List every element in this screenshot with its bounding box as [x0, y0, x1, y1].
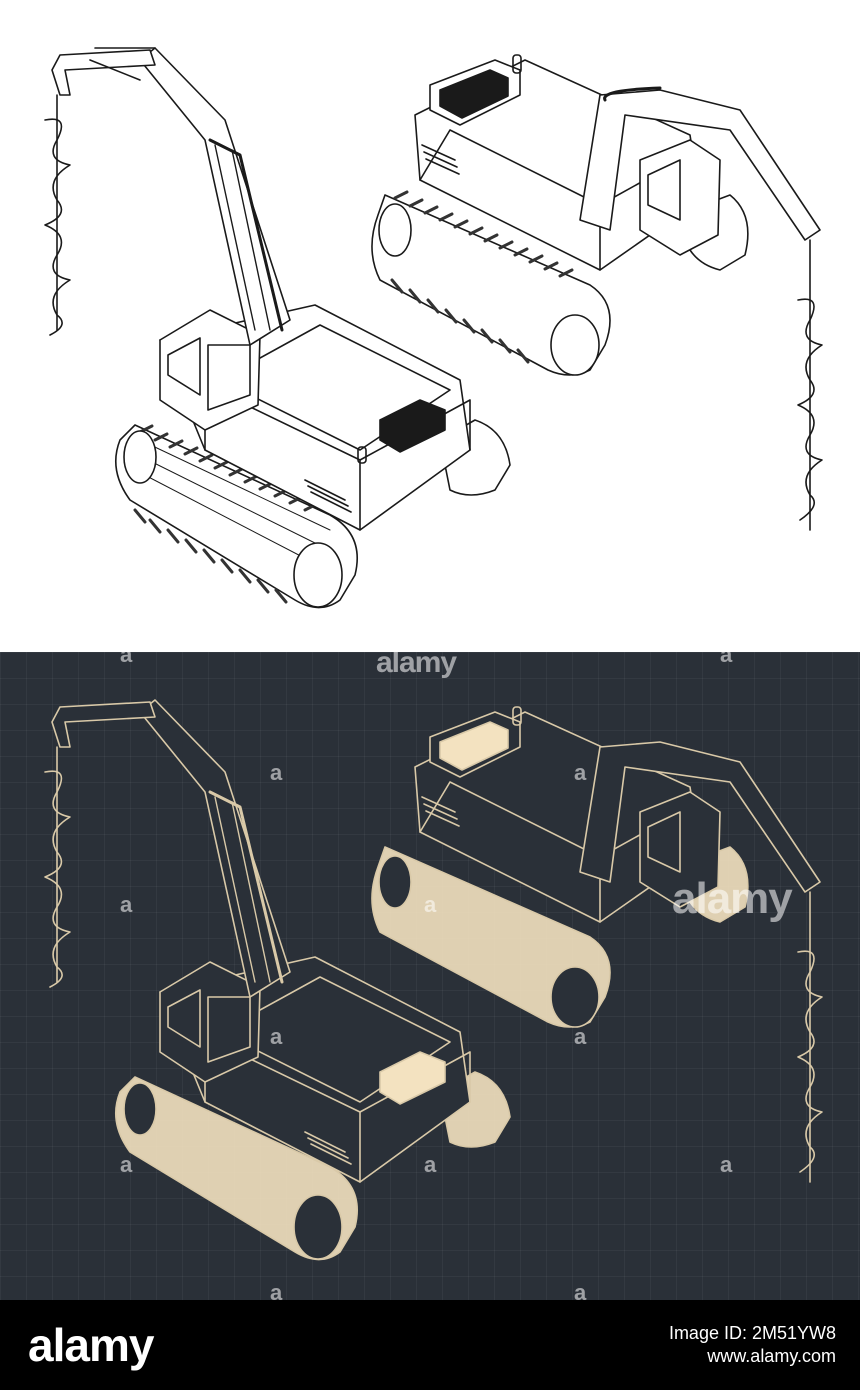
watermark-glyph: a: [424, 892, 437, 917]
excavator-a: [44, 47, 511, 609]
watermark-glyph: a: [120, 1152, 133, 1177]
image-id: Image ID: 2M51YW8: [668, 1323, 836, 1343]
blueprint-panel: alamy a a a a a a alamy a a a a a a a: [0, 652, 860, 1300]
line-drawing-panel: [0, 0, 860, 652]
excavator-auger-blueprint: [44, 699, 823, 1261]
watermark-glyph: a: [720, 1152, 733, 1177]
watermark-word: alamy: [672, 874, 793, 923]
stock-footer: alamy Image ID: 2M51YW8 www.alamy.com: [0, 1300, 860, 1390]
website-link[interactable]: www.alamy.com: [707, 1346, 836, 1366]
footer-info: Image ID: 2M51YW8 www.alamy.com: [669, 1322, 836, 1368]
blueprint-excavator-b: [371, 706, 823, 1183]
watermark-glyph: a: [270, 1024, 283, 1049]
footer-logo: alamy: [28, 1319, 154, 1371]
blueprint-excavator-a: [44, 699, 511, 1261]
watermark-glyph: a: [424, 1152, 437, 1177]
watermark-word: alamy: [376, 652, 457, 679]
watermark-glyph: a: [120, 652, 133, 667]
excavator-auger-line-drawing: [44, 47, 823, 609]
watermark-glyph: a: [574, 760, 587, 785]
watermark-glyph: a: [270, 1280, 283, 1300]
watermark-glyph: a: [574, 1024, 587, 1049]
watermark-glyph: a: [720, 652, 733, 667]
excavator-b: [371, 54, 823, 531]
watermark-glyph: a: [574, 1280, 587, 1300]
watermark-glyph: a: [270, 760, 283, 785]
watermark-glyph: a: [120, 892, 133, 917]
